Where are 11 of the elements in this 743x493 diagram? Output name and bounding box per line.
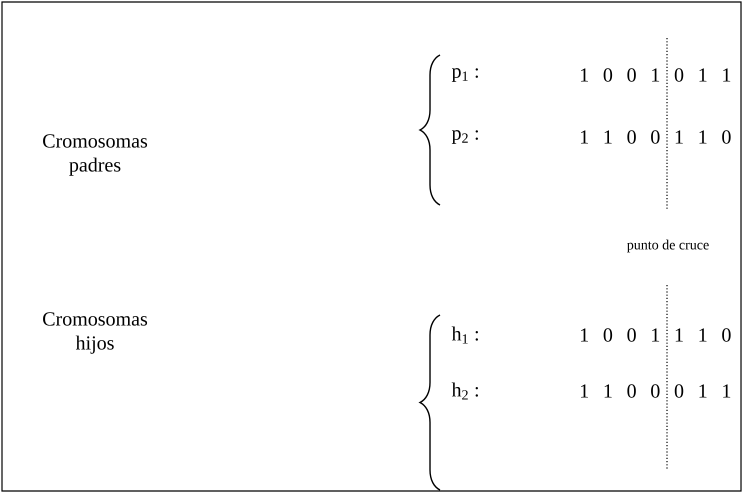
- chromosome-label: p$_{2}$ :: [452, 130, 478, 144]
- chromosome-label: p$_{1}$ :: [452, 68, 478, 82]
- bit-string: 1 0 0 1 0 1 1: [580, 68, 730, 82]
- chromosome-label: h$_{2}$ :: [452, 382, 478, 400]
- group-label: Cromosomas hijos: [43, 312, 148, 354]
- group-label: Cromosomas padres: [43, 134, 148, 176]
- chromosome-label: h$_{1}$ :: [452, 326, 478, 344]
- bit-string: 1 0 0 1 1 1 0: [580, 328, 731, 342]
- crossover-label: punto de cruce: [627, 240, 709, 252]
- bit-string: 1 1 0 0 0 1 1: [580, 384, 730, 398]
- bit-string: 1 1 0 0 1 1 0: [580, 130, 731, 144]
